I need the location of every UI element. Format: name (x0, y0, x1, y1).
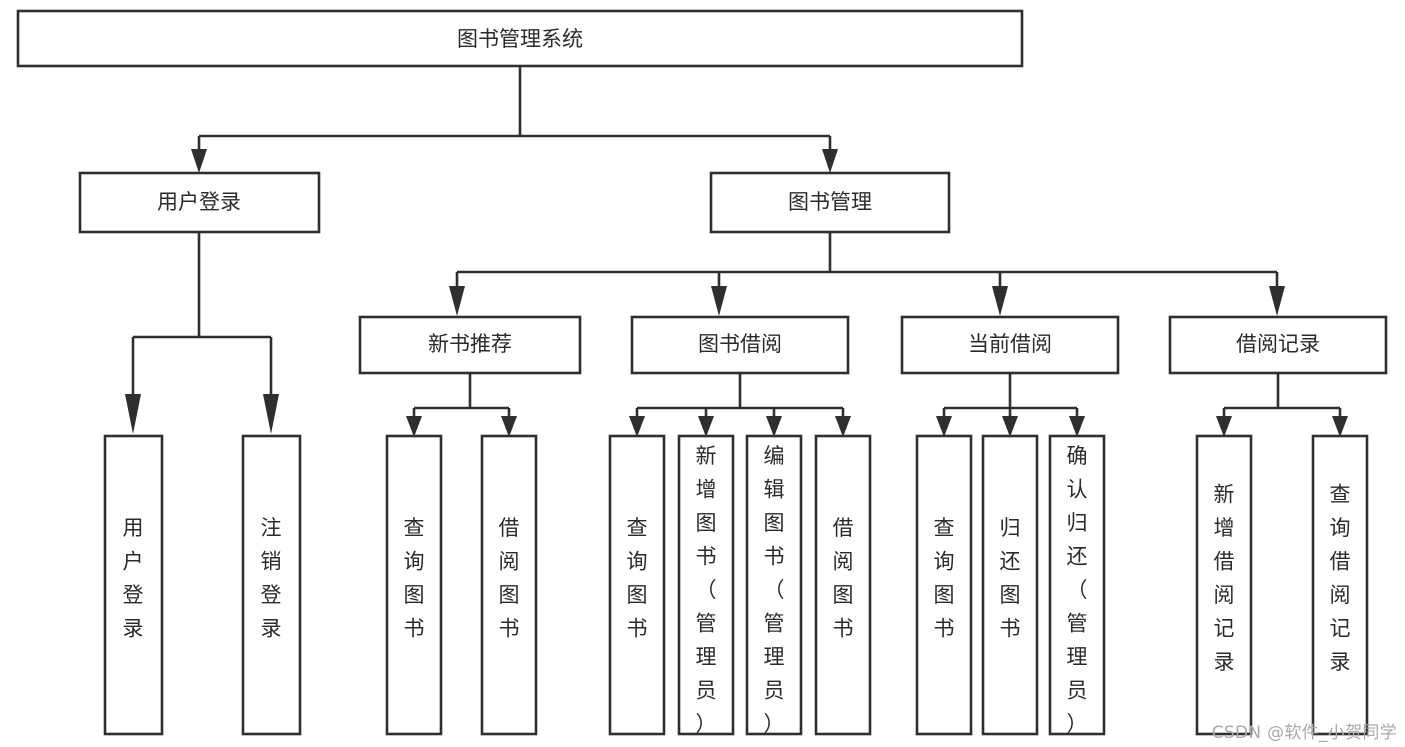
arrow-icon-new-book-rec (449, 286, 465, 316)
node-leaf-confirm-return-admin[interactable]: 确认归还（管理员） (1048, 434, 1106, 736)
node-leaf-borrow-book-label: 借阅图书 (833, 516, 854, 641)
node-leaf-borrow-book-rec[interactable]: 借阅图书 (480, 434, 538, 736)
node-new-book-rec[interactable]: 新书推荐 (358, 315, 582, 375)
node-book-borrow[interactable]: 图书借阅 (630, 315, 850, 375)
node-current-borrow-box[interactable] (900, 315, 1120, 375)
node-leaf-query-book-box[interactable] (608, 434, 666, 736)
node-leaf-borrow-book-rec-box[interactable] (480, 434, 538, 736)
node-book-manage[interactable]: 图书管理 (709, 171, 951, 234)
node-leaf-return-book-label: 归还图书 (1000, 516, 1021, 641)
node-book-borrow-box[interactable] (630, 315, 850, 375)
node-root-box[interactable] (16, 9, 1024, 68)
arrow-icon-leaf-query-book-rec (406, 416, 422, 437)
arrow-icon-borrow-record (1269, 286, 1285, 316)
node-leaf-user-login-box[interactable] (103, 434, 164, 736)
arrow-icon-current-borrow (992, 286, 1008, 316)
node-leaf-return-book[interactable]: 归还图书 (981, 434, 1039, 736)
arrow-icon-leaf-user-logout (263, 394, 279, 434)
node-new-book-rec-box[interactable] (358, 315, 582, 375)
node-borrow-record-label: 借阅记录 (1236, 332, 1320, 356)
node-leaf-query-book-rec[interactable]: 查询图书 (385, 434, 443, 736)
node-leaf-query-borrow-record-label: 查询借阅记录 (1330, 482, 1351, 674)
arrow-icon-leaf-add-book-admin (698, 416, 714, 437)
node-book-borrow-label: 图书借阅 (698, 332, 782, 356)
arrow-icon-leaf-borrow-book (835, 416, 851, 437)
node-leaf-add-book-admin[interactable]: 新增图书（管理员） (677, 434, 735, 736)
arrow-icon-user-login (191, 149, 207, 173)
arrow-icon-leaf-query-borrow-record (1332, 416, 1348, 437)
node-leaf-borrow-book-rec-label: 借阅图书 (499, 516, 520, 641)
node-leaf-borrow-book-box[interactable] (814, 434, 872, 736)
node-leaf-user-logout-box[interactable] (241, 434, 302, 736)
connector-layer (125, 66, 1348, 437)
node-user-login[interactable]: 用户登录 (78, 171, 321, 234)
node-leaf-query-borrow-record-box[interactable] (1311, 434, 1369, 736)
node-leaf-borrow-book[interactable]: 借阅图书 (814, 434, 872, 736)
node-leaf-add-book-admin-box[interactable] (677, 434, 735, 736)
arrow-icon-leaf-edit-book-admin (766, 416, 782, 437)
node-user-login-label: 用户登录 (157, 190, 241, 214)
node-leaf-confirm-return-admin-box[interactable] (1048, 434, 1106, 736)
arrow-icon-leaf-return-book (1002, 416, 1018, 437)
node-leaf-user-logout-label: 注销登录 (261, 516, 282, 641)
node-leaf-add-borrow-record-box[interactable] (1195, 434, 1253, 736)
node-leaf-query-book-cur-box[interactable] (915, 434, 973, 736)
node-borrow-record[interactable]: 借阅记录 (1168, 315, 1388, 375)
arrow-icon-leaf-borrow-book-rec (501, 416, 517, 437)
node-leaf-edit-book-admin[interactable]: 编辑图书（管理员） (745, 434, 803, 736)
node-user-login-box[interactable] (78, 171, 321, 234)
node-book-manage-label: 图书管理 (788, 190, 872, 214)
node-current-borrow-label: 当前借阅 (968, 332, 1052, 356)
node-leaf-query-borrow-record[interactable]: 查询借阅记录 (1311, 434, 1369, 736)
node-leaf-query-book-rec-box[interactable] (385, 434, 443, 736)
node-root-label: 图书管理系统 (457, 27, 583, 51)
node-leaf-query-book-cur[interactable]: 查询图书 (915, 434, 973, 736)
csdn-watermark: CSDN @软件_小贺同学 (1211, 723, 1397, 743)
arrow-icon-book-manage (822, 149, 838, 173)
arrow-icon-book-borrow (711, 286, 727, 316)
node-leaf-add-book-admin-label: 新增图书（管理员） (696, 444, 717, 736)
node-leaf-user-login-label: 用户登录 (123, 516, 144, 641)
node-leaf-query-book[interactable]: 查询图书 (608, 434, 666, 736)
node-leaf-edit-book-admin-label: 编辑图书（管理员） (764, 444, 785, 736)
arrow-icon-leaf-user-login (125, 394, 141, 434)
node-book-manage-box[interactable] (709, 171, 951, 234)
node-new-book-rec-label: 新书推荐 (428, 332, 512, 356)
node-leaf-return-book-box[interactable] (981, 434, 1039, 736)
node-root[interactable]: 图书管理系统 (16, 9, 1024, 68)
node-leaf-user-logout[interactable]: 注销登录 (241, 434, 302, 736)
node-leaf-edit-book-admin-box[interactable] (745, 434, 803, 736)
arrow-icon-leaf-query-book (629, 416, 645, 437)
node-leaf-query-book-label: 查询图书 (627, 516, 648, 641)
node-leaf-add-borrow-record-label: 新增借阅记录 (1214, 482, 1235, 674)
arrow-icon-leaf-query-book-cur (936, 416, 952, 437)
node-leaf-add-borrow-record[interactable]: 新增借阅记录 (1195, 434, 1253, 736)
node-leaf-confirm-return-admin-label: 确认归还（管理员） (1067, 444, 1088, 736)
node-leaf-query-book-rec-label: 查询图书 (404, 516, 425, 641)
node-leaf-user-login[interactable]: 用户登录 (103, 434, 164, 736)
node-borrow-record-box[interactable] (1168, 315, 1388, 375)
arrow-icon-leaf-add-borrow-record (1216, 416, 1232, 437)
node-leaf-query-book-cur-label: 查询图书 (934, 516, 955, 641)
arrow-icon-leaf-confirm-return-admin (1069, 416, 1085, 437)
node-current-borrow[interactable]: 当前借阅 (900, 315, 1120, 375)
